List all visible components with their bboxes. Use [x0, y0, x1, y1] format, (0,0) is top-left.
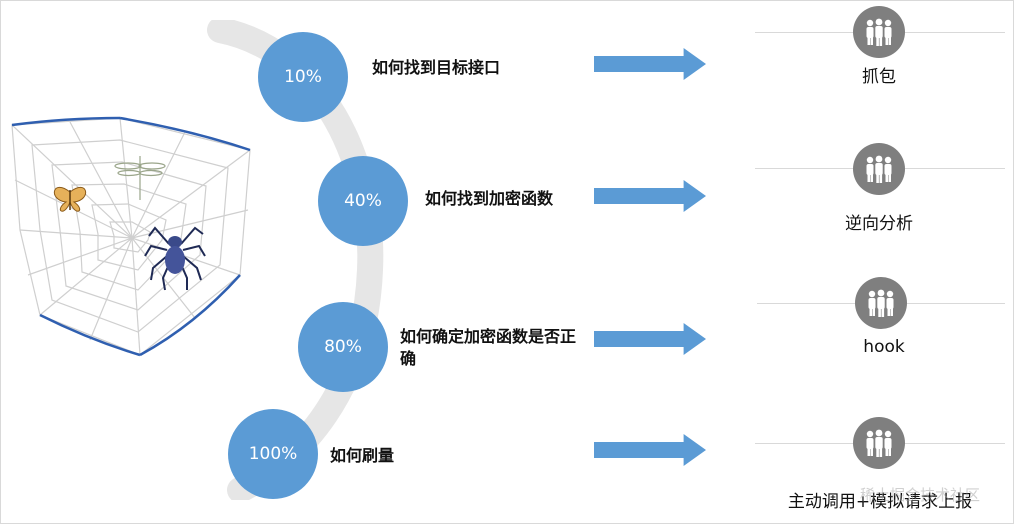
spider-icon — [144, 226, 206, 291]
action-label: hook — [863, 337, 905, 357]
people-icon-glyph — [866, 429, 892, 457]
people-group-icon — [855, 277, 907, 329]
progress-percent: 10% — [284, 67, 322, 87]
spider-web — [11, 117, 251, 356]
watermark: 稀土掘金技术社区 — [860, 486, 981, 504]
action-label: 抓包 — [862, 67, 896, 87]
question-label: 如何找到目标接口 — [372, 58, 501, 77]
progress-circle-10: 10% — [258, 32, 348, 122]
progress-circle-40: 40% — [318, 156, 408, 246]
people-group-icon — [853, 6, 905, 58]
progress-circle-80: 80% — [298, 302, 388, 392]
action-label: 逆向分析 — [845, 214, 913, 234]
people-group-icon — [853, 417, 905, 469]
progress-percent: 40% — [344, 191, 382, 211]
butterfly-icon — [54, 186, 86, 212]
web-rim — [11, 116, 251, 357]
question-label: 如何确定加密函数是否正确 — [400, 327, 577, 368]
spider-web-illustration — [11, 116, 251, 357]
dragonfly-icon — [114, 156, 166, 200]
progress-percent: 80% — [324, 337, 362, 357]
progress-percent: 100% — [248, 444, 298, 464]
people-icon-glyph — [866, 18, 892, 46]
progress-circle-100: 100% — [228, 409, 318, 499]
question-label: 如何刷量 — [330, 446, 395, 465]
people-group-icon — [853, 143, 905, 195]
question-label: 如何找到加密函数 — [425, 189, 554, 208]
people-icon-glyph — [868, 289, 894, 317]
people-icon-glyph — [866, 155, 892, 183]
action-label: 主动调用+模拟请求上报 — [787, 492, 973, 512]
